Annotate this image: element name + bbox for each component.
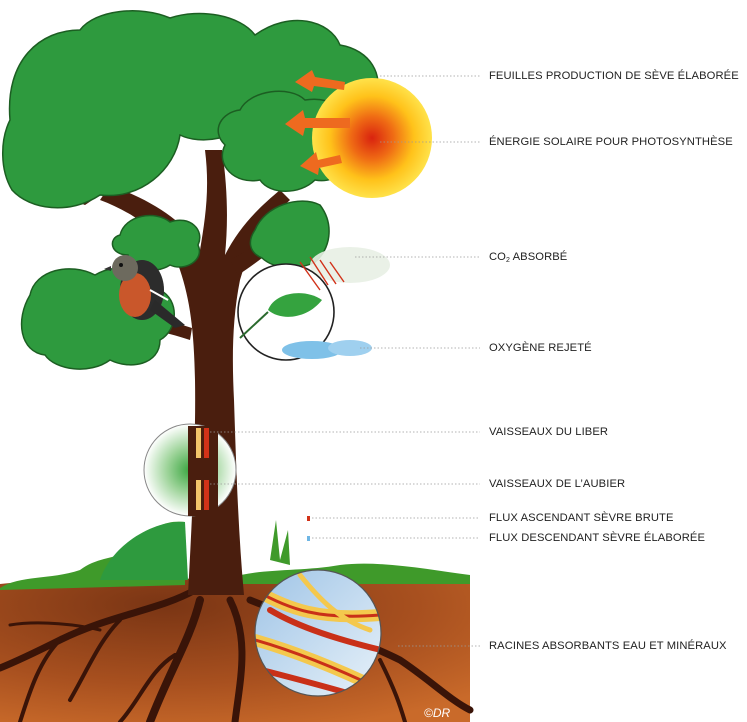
label-solar-energy: ÉNERGIE SOLAIRE POUR PHOTOSYNTHÈSE <box>489 136 733 149</box>
copyright-text: ©DR <box>424 706 450 720</box>
label-roots: RACINES ABSORBANTS EAU ET MINÉRAUX <box>489 640 727 653</box>
sun <box>312 78 432 198</box>
label-aubier: VAISSEAUX DE L’AUBIER <box>489 478 625 491</box>
flow-markers <box>307 516 310 541</box>
vessels-zoom-circle <box>144 424 236 516</box>
label-co2-prefix: CO <box>489 251 506 263</box>
label-oxygen: OXYGÈNE REJETÉ <box>489 342 592 355</box>
trunk <box>100 150 290 595</box>
label-leaves: FEUILLES PRODUCTION DE SÈVE ÉLABORÉE <box>489 70 739 83</box>
label-descending-flow: FLUX DESCENDANT SÈVRE ÉLABORÉE <box>489 532 705 545</box>
co2-zoom-circle <box>238 247 390 360</box>
label-ascending-flow: FLUX ASCENDANT SÈVRE BRUTE <box>489 512 674 525</box>
label-co2: CO2 ABSORBÉ <box>489 251 567 267</box>
label-liber: VAISSEAUX DU LIBER <box>489 426 608 439</box>
label-co2-suffix: ABSORBÉ <box>510 251 567 263</box>
